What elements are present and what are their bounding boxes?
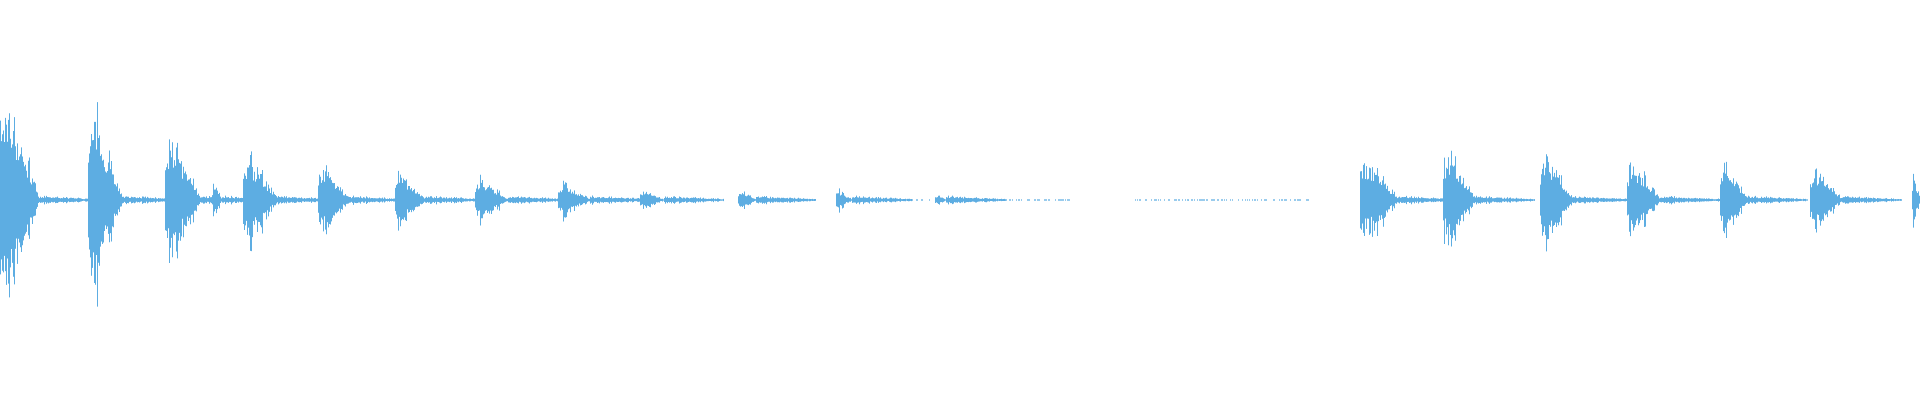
waveform-samples xyxy=(0,102,1920,307)
